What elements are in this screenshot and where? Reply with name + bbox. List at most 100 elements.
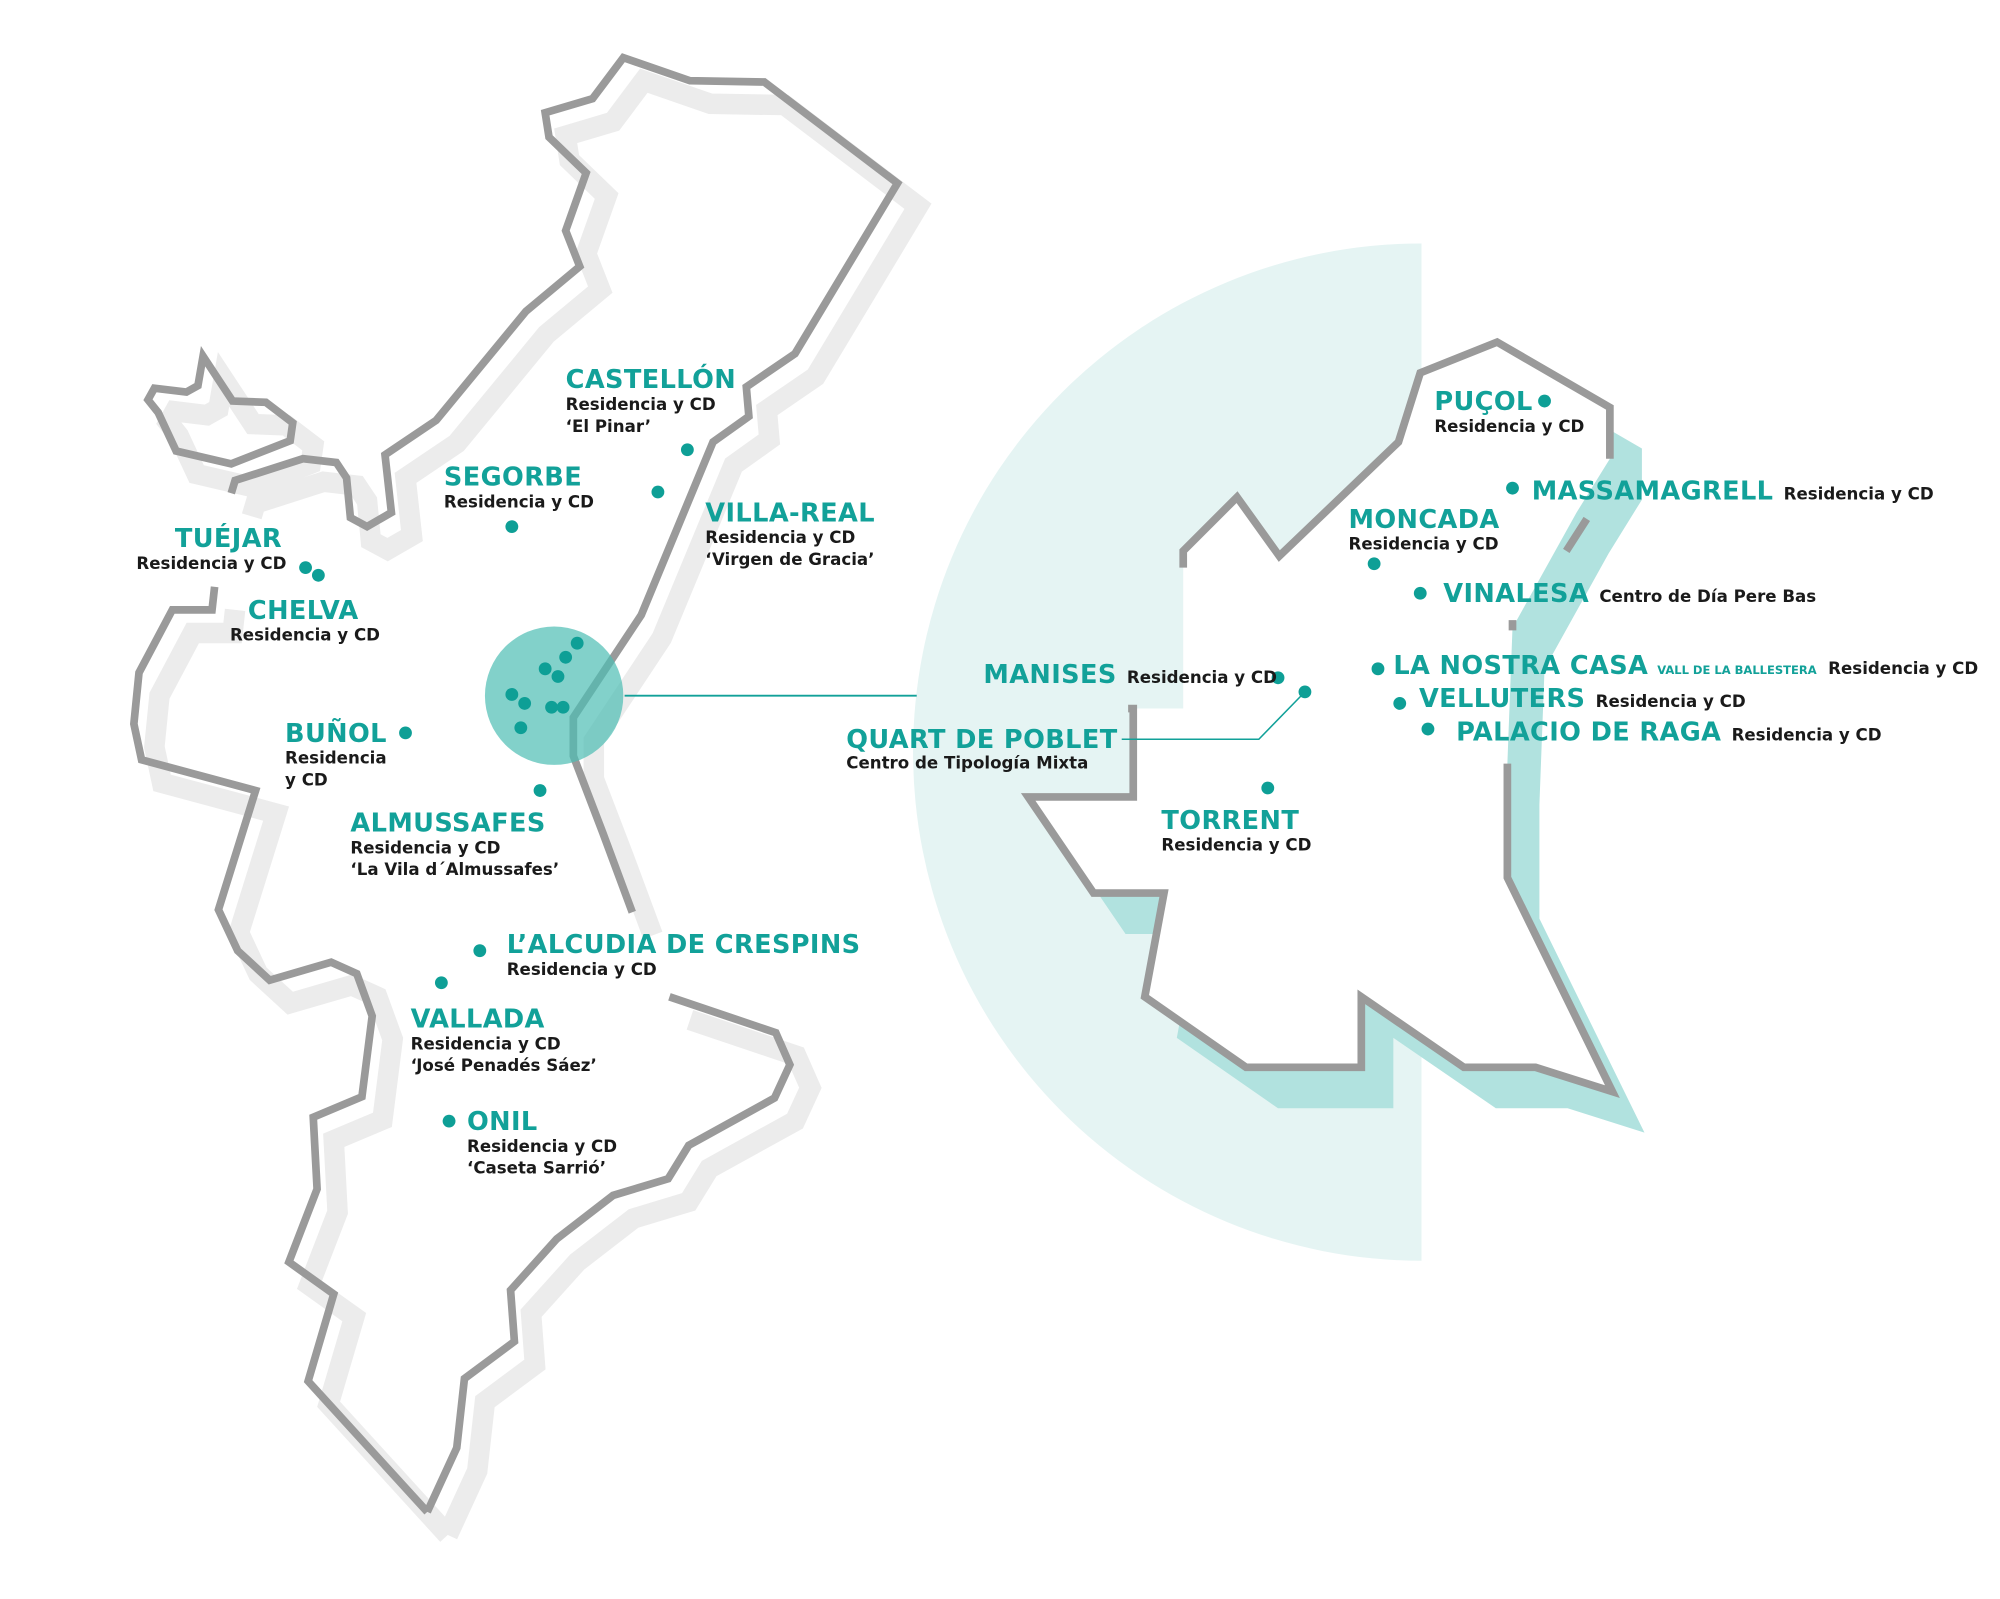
dot-cluster[interactable] <box>545 700 558 714</box>
zoom-area-outline <box>1020 337 1620 1099</box>
location-name: BUÑOL <box>285 719 387 749</box>
dot-moncada[interactable] <box>1367 557 1381 571</box>
location-type: Residencia <box>285 749 387 768</box>
label-pucol: PUÇOL Residencia y CD <box>1434 387 1584 436</box>
dot-onil[interactable] <box>442 1114 456 1128</box>
location-name: CHELVA <box>248 596 359 626</box>
location-subname: ‘Virgen de Gracia’ <box>705 550 874 569</box>
dot-cluster[interactable] <box>570 636 584 650</box>
label-alcudia-de-crespins: L’ALCUDIA DE CRESPINS Residencia y CD <box>507 930 861 979</box>
location-type: Residencia y CD <box>136 554 286 573</box>
dot-almussafes[interactable] <box>533 784 547 797</box>
label-tuejar: TUÉJAR Residencia y CD <box>136 524 286 573</box>
label-torrent: TORRENT Residencia y CD <box>1161 806 1311 855</box>
quart-leader-line <box>1121 691 1306 741</box>
dot-velluters[interactable] <box>1393 697 1407 710</box>
dot-vinalesa[interactable] <box>1413 586 1427 600</box>
location-type: Residencia y CD <box>467 1137 617 1156</box>
location-type: Residencia y CD <box>350 838 500 857</box>
location-type: Residencia y CD <box>444 492 594 511</box>
location-type: Residencia y CD <box>1784 485 1934 504</box>
location-type: Residencia y CD <box>705 528 855 547</box>
label-castellon: CASTELLÓN Residencia y CD ‘El Pinar’ <box>566 364 736 436</box>
dot-cluster[interactable] <box>514 721 528 735</box>
dot-alcudia[interactable] <box>473 944 487 958</box>
location-name: VALLADA <box>411 1005 545 1035</box>
dot-cluster[interactable] <box>551 670 565 683</box>
location-name: VINALESA <box>1443 579 1589 609</box>
dot-vallada[interactable] <box>434 976 448 990</box>
location-name: CASTELLÓN <box>566 364 736 395</box>
location-type: Residencia y CD <box>411 1034 561 1053</box>
dot-cluster[interactable] <box>505 688 519 701</box>
location-dots <box>299 394 1551 1128</box>
label-velluters: VELLUTERS Residencia y CD <box>1419 684 1746 714</box>
zoom-area-fill <box>1028 342 1613 1092</box>
location-qualifier: VALL DE LA BALLESTERA <box>1657 663 1817 677</box>
label-bunol: BUÑOL Residencia y CD <box>285 719 387 790</box>
location-name: LA NOSTRA CASA <box>1393 651 1648 681</box>
location-name: QUART DE POBLET <box>846 725 1117 755</box>
location-type: Centro de Día Pere Bas <box>1599 587 1816 606</box>
dot-cluster[interactable] <box>556 700 570 714</box>
dot-cluster[interactable] <box>518 697 532 710</box>
label-almussafes: ALMUSSAFES Residencia y CD ‘La Vila d´Al… <box>350 809 559 880</box>
dot-cluster[interactable] <box>538 662 552 676</box>
location-name: TORRENT <box>1161 806 1299 836</box>
location-name: PALACIO DE RAGA <box>1456 718 1721 748</box>
location-name: MANISES <box>983 660 1116 690</box>
location-type: Residencia y CD <box>1732 726 1882 745</box>
label-quart-de-poblet: QUART DE POBLET Centro de Tipología Mixt… <box>846 725 1117 773</box>
location-subname: ‘El Pinar’ <box>566 417 651 436</box>
location-subname: ‘José Penadés Sáez’ <box>411 1056 597 1075</box>
location-name: VILLA-REAL <box>705 498 875 528</box>
label-la-nostra-casa: LA NOSTRA CASA VALL DE LA BALLESTERA Res… <box>1393 651 1978 681</box>
dot-quart-de-poblet[interactable] <box>1298 685 1312 699</box>
location-type: Residencia y CD <box>1828 659 1978 678</box>
location-type-cont: y CD <box>285 770 328 789</box>
label-chelva: CHELVA Residencia y CD <box>230 596 380 645</box>
dot-villa-real[interactable] <box>651 485 665 499</box>
label-villa-real: VILLA-REAL Residencia y CD ‘Virgen de Gr… <box>705 498 875 569</box>
dot-massamagrell[interactable] <box>1506 481 1519 495</box>
dot-segorbe[interactable] <box>505 520 519 533</box>
label-moncada: MONCADA Residencia y CD <box>1349 505 1500 554</box>
location-name: ALMUSSAFES <box>350 809 545 839</box>
location-name: PUÇOL <box>1434 387 1532 417</box>
location-name: MASSAMAGRELL <box>1532 477 1774 507</box>
label-manises: MANISES Residencia y CD <box>983 660 1277 690</box>
location-type: Residencia y CD <box>566 395 716 414</box>
location-type: Residencia y CD <box>1161 836 1311 855</box>
location-type: Residencia y CD <box>1127 668 1277 687</box>
dot-tuejar[interactable] <box>299 561 312 574</box>
label-massamagrell: MASSAMAGRELL Residencia y CD <box>1532 477 1934 507</box>
valencian-community-outline <box>129 53 903 1515</box>
location-subname: ‘Caseta Sarrió’ <box>467 1159 606 1178</box>
label-segorbe: SEGORBE Residencia y CD <box>444 463 594 512</box>
dot-pucol[interactable] <box>1538 394 1551 408</box>
dot-bunol[interactable] <box>399 726 412 740</box>
location-type: Centro de Tipología Mixta <box>846 754 1088 773</box>
label-vallada: VALLADA Residencia y CD ‘José Penadés Sá… <box>411 1005 597 1076</box>
location-name: MONCADA <box>1349 505 1500 535</box>
location-name: SEGORBE <box>444 463 582 493</box>
dot-castellon[interactable] <box>680 443 694 457</box>
location-type: Residencia y CD <box>1434 417 1584 436</box>
location-name: TUÉJAR <box>175 524 282 554</box>
dot-la-nostra-casa[interactable] <box>1371 662 1385 676</box>
location-name: L’ALCUDIA DE CRESPINS <box>507 930 861 960</box>
region-shadow <box>144 68 932 1542</box>
dot-palacio-de-raga[interactable] <box>1421 722 1435 736</box>
dot-torrent[interactable] <box>1261 781 1275 795</box>
dot-cluster[interactable] <box>559 650 573 664</box>
location-type: Residencia y CD <box>1349 535 1499 554</box>
location-name: ONIL <box>467 1107 538 1137</box>
label-onil: ONIL Residencia y CD ‘Caseta Sarrió’ <box>467 1107 617 1178</box>
location-type: Residencia y CD <box>1596 692 1746 711</box>
location-type: Residencia y CD <box>507 960 657 979</box>
dot-chelva[interactable] <box>311 568 325 582</box>
label-vinalesa: VINALESA Centro de Día Pere Bas <box>1443 579 1816 609</box>
dot-manises[interactable] <box>1271 671 1285 685</box>
location-type: Residencia y CD <box>230 626 380 645</box>
